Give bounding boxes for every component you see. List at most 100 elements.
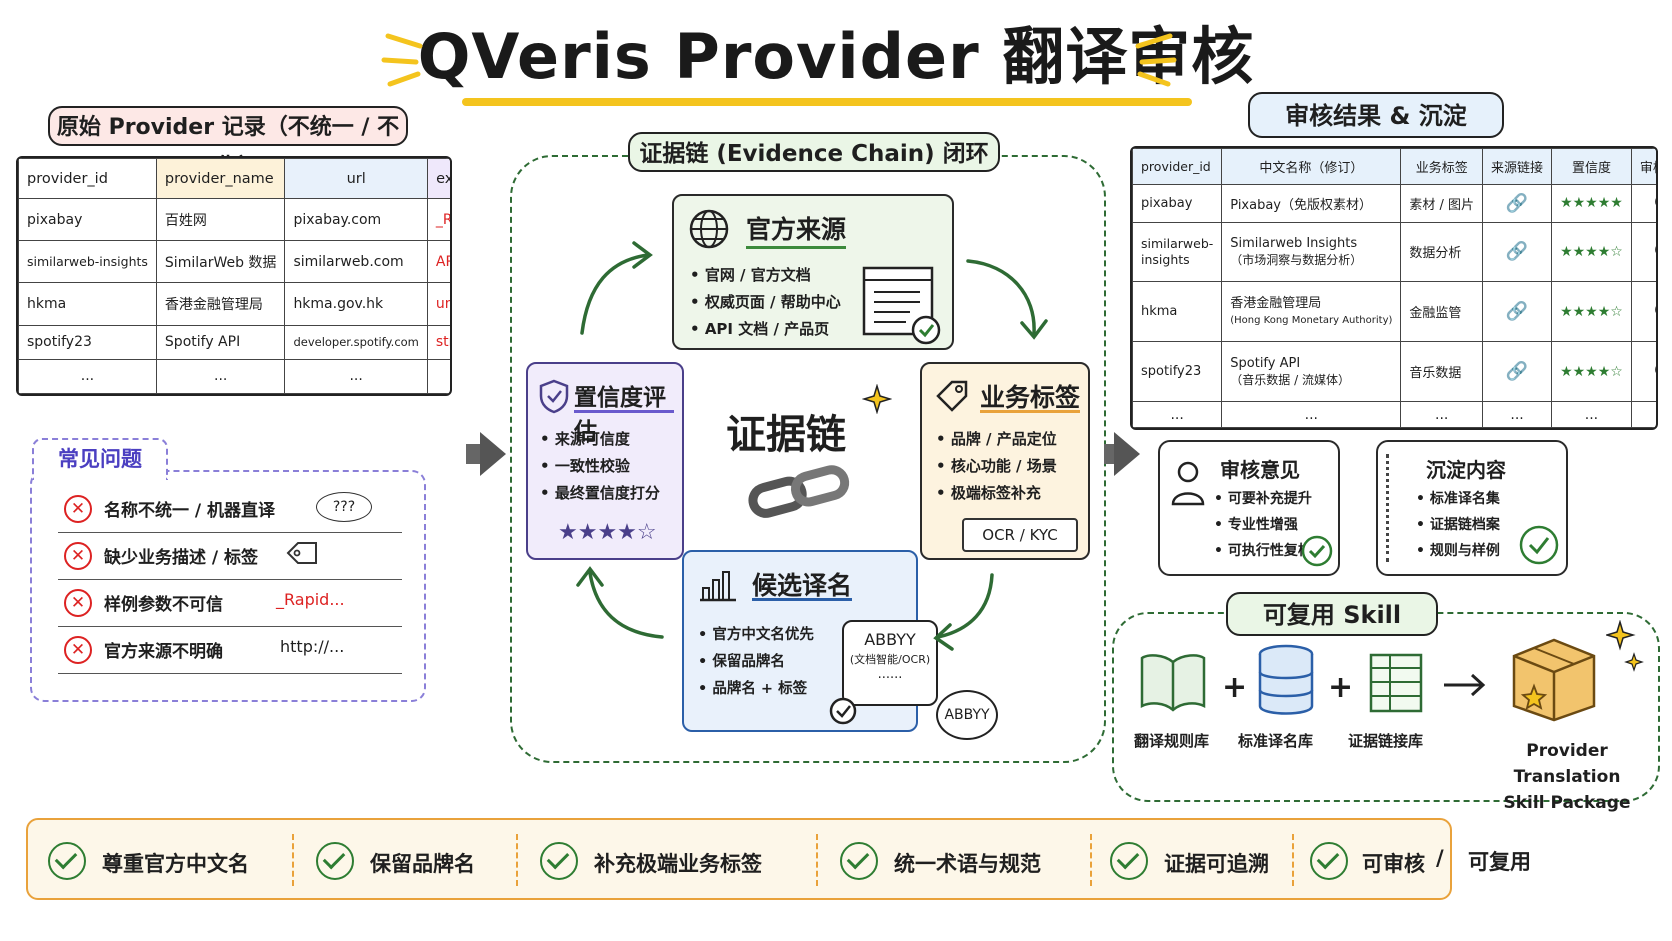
shield-check-icon [539,379,569,414]
notebook-binding-icon [1386,454,1395,562]
official-source-title: 官方来源 [746,215,847,244]
results-link[interactable]: 🔗 [1482,184,1553,223]
raw-records-label: 原始 Provider 记录（不统一 / 不可靠） [48,106,408,180]
problem-text: 名称不统一 / 机器直译 [104,501,276,521]
database-icon [1258,644,1314,715]
bar-chart-icon [700,571,736,602]
raw-col-header: examples [426,158,450,199]
comment-icon[interactable]: 💬 [1655,361,1656,382]
results-link[interactable]: 🔗 [1482,221,1553,283]
principle-item: 补充极端业务标签 [594,852,762,876]
title-underline [574,410,674,413]
table-row: spotify23 Spotify API（音乐数据 / 流媒体） 音乐数据 🔗… [1132,341,1656,402]
results-id: hkma [1132,281,1223,343]
official-source-item: 官网 / 官方文档 [690,262,841,289]
table-row: hkma 香港金融管理局(Hong Kong Monetary Authorit… [1132,281,1656,343]
evidence-chain-label: 证据链 (Evidence Chain) 闭环 [628,132,1000,172]
raw-cell: _Rapid... [426,197,450,242]
results-table: provider_id 中文名称（修订） 业务标签 来源链接 置信度 审核备注 … [1130,146,1658,430]
candidate-bubble-small: ABBYY [936,690,998,740]
results-link[interactable]: 🔗 [1482,341,1553,402]
business-tags-list: 品牌 / 产品定位 核心功能 / 场景 极端标签补充 [936,426,1057,507]
raw-cell: ... [155,358,286,394]
tag-icon [286,542,317,564]
candidate-names-title: 候选译名 [752,571,853,600]
results-note[interactable]: 💬 [1630,341,1656,402]
reusable-skill-label: 可复用 Skill [1226,592,1438,636]
results-name-main: Spotify API [1230,355,1301,371]
check-circle-icon [316,842,354,880]
error-x-icon: ✕ [64,589,92,617]
results-note[interactable]: 💬 [1630,221,1656,283]
principles-bar: 尊重官方中文名 保留品牌名 补充极端业务标签 统一术语与规范 证据可追溯 可审核 [26,818,1452,900]
results-tag: 数据分析 [1400,221,1484,283]
results-col-header: 中文名称（修订） [1221,148,1402,185]
link-icon[interactable]: 🔗 [1505,241,1529,263]
title-underline [462,98,1192,106]
table-row: pixabay Pixabay（免版权素材） 素材 / 图片 🔗 ★★★★★ 💬 [1132,184,1656,223]
official-source-card: 官方来源 官网 / 官方文档 权威页面 / 帮助中心 API 文档 / 产品页 [672,194,954,350]
official-source-item: API 文档 / 产品页 [690,316,841,343]
confidence-item: 最终置信度打分 [540,480,660,507]
results-stars: ★★★★☆ [1551,341,1632,402]
results-name-main: 香港金融管理局 [1230,295,1322,311]
problem-item: ✕ 样例参数不可信 _Rapid... [58,582,402,627]
check-circle-icon [1110,842,1148,880]
check-circle-icon [48,842,86,880]
review-opinion-item: 专业性增强 [1214,512,1312,538]
candidate-name-item: 保留品牌名 [698,649,814,676]
review-opinion-card: 审核意见 可要补充提升 专业性增强 可执行性复核 [1158,440,1340,576]
check-circle-icon [1310,842,1348,880]
results-note[interactable]: 💬 [1630,281,1656,343]
confidence-item: 一致性校验 [540,453,660,480]
error-x-icon: ✕ [64,542,92,570]
comment-icon[interactable]: 💬 [1655,193,1656,214]
link-icon[interactable]: 🔗 [1505,192,1529,214]
results-col-header: 审核备注 [1630,148,1656,185]
results-name: Spotify API（音乐数据 / 流媒体） [1221,341,1402,402]
results-link[interactable]: 🔗 [1482,281,1553,343]
principle-item: 证据可追溯 [1164,852,1269,876]
results-tag: 音乐数据 [1400,341,1484,402]
divider [816,834,818,886]
deposit-content-title: 沉淀内容 [1426,458,1506,482]
error-x-icon: ✕ [64,495,92,523]
confidence-list: 来源可信度 一致性校验 最终置信度打分 [540,426,660,507]
link-icon[interactable]: 🔗 [1505,361,1529,383]
document-check-icon [862,266,941,345]
comment-icon[interactable]: 💬 [1655,301,1656,322]
results-col-header: 业务标签 [1400,148,1484,185]
review-opinion-item: 可执行性复核 [1214,538,1312,564]
review-opinion-item: 可要补充提升 [1214,486,1312,512]
deposit-content-item: 规则与样例 [1416,538,1500,564]
deposit-content-card: 沉淀内容 标准译名集 证据链档案 规则与样例 [1376,440,1568,576]
title-underline [746,246,846,249]
comment-icon[interactable]: 💬 [1655,241,1656,262]
title-underline [752,598,852,601]
link-icon[interactable]: 🔗 [1505,301,1529,323]
skill-part-label: 标准译名库 [1238,732,1314,750]
question-bubble-icon: ??? [316,492,372,522]
results-note[interactable]: 💬 [1630,184,1656,223]
page-title-wrap: QVeris Provider 翻译审核 [0,6,1672,96]
raw-cell: Spotify API [155,324,286,360]
results-id: pixabay [1132,184,1223,223]
business-tag-item: 极端标签补充 [936,480,1057,507]
ocr-kyc-tag: OCR / KYC [962,518,1078,552]
raw-cell: similarweb-insights [18,240,157,284]
arrow-right-icon [1444,673,1486,697]
evidence-chain-center-title: 证据链 [726,412,846,458]
candidate-name-item: 官方中文名优先 [698,622,814,649]
principle-item: 统一术语与规范 [894,852,1041,876]
confidence-stars: ★★★★☆ [558,520,657,545]
business-tag-item: 品牌 / 产品定位 [936,426,1057,453]
raw-cell: string [426,324,450,360]
results-col-header: 置信度 [1551,148,1632,185]
flow-arrow-right-icon [480,432,506,476]
results-id: ... [1132,401,1223,428]
divider [1292,834,1294,886]
raw-col-header: provider_id [18,158,157,199]
raw-cell: ... [284,358,428,394]
official-source-item: 权威页面 / 帮助中心 [690,289,841,316]
problem-item: ✕ 官方来源不明确 http://... [58,629,402,674]
